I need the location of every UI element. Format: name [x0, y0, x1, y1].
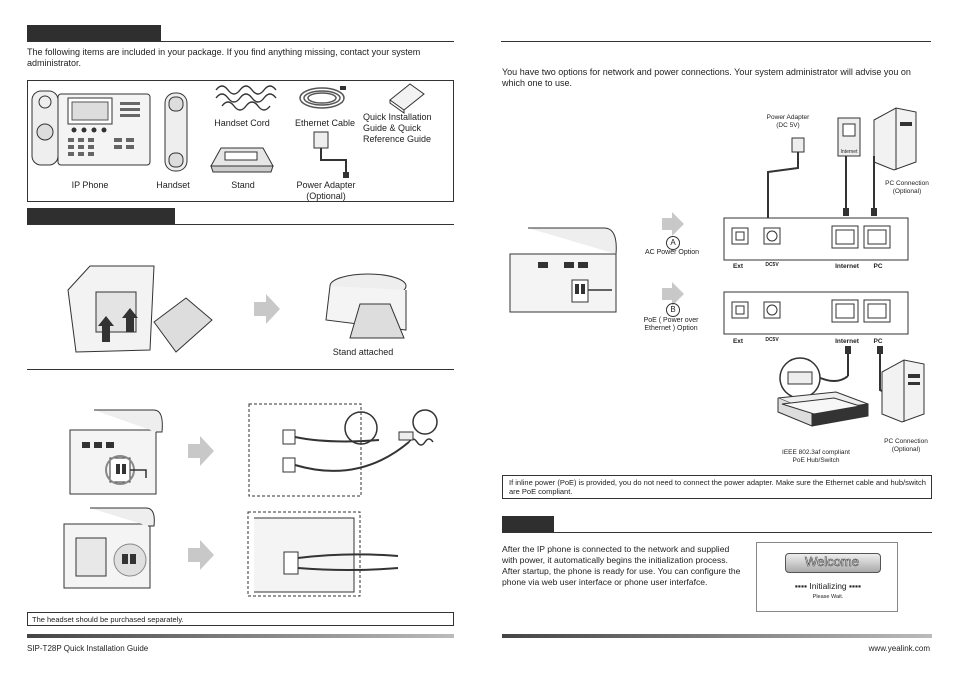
quick-guide-illustration [389, 83, 425, 114]
port-dc-b: DC5V [765, 337, 779, 343]
port-pc-b: PC [873, 338, 883, 345]
right-footer-bar [502, 634, 932, 638]
headset-note: The headset should be purchased separate… [27, 612, 454, 626]
section-tab-package [27, 25, 161, 41]
section-rule-stand [27, 224, 454, 225]
network-intro: You have two options for network and pow… [502, 67, 911, 88]
port-panel-b [723, 291, 909, 335]
poe-note: If inline power (PoE) is provided, you d… [502, 475, 932, 499]
power-adapter-label: Power Adapter (Optional) [296, 180, 356, 201]
section-rule-handset [27, 369, 454, 370]
quick-guide-label: Quick Installation Guide & Quick Referen… [363, 112, 432, 144]
option-a-badge: A [666, 236, 680, 250]
handset-cord-label: Handset Cord [214, 118, 270, 128]
section-rule-package [27, 41, 454, 42]
arrow-option-b [662, 282, 684, 306]
stand-label: Stand [231, 180, 255, 190]
ethernet-cable-label: Ethernet Cable [294, 118, 356, 128]
handset-illustration [164, 92, 188, 172]
option-b-badge: B [666, 303, 680, 317]
screen-initializing: ▪▪▪▪ Initializing ▪▪▪▪ [794, 581, 862, 591]
screen-welcome-text: Welcome [805, 554, 860, 570]
section-tab-stand [27, 208, 175, 224]
option-a-label: AC Power Option [644, 249, 700, 256]
phone-back-handset-illustration [63, 507, 155, 589]
power-adapter-illustration [313, 131, 349, 178]
port-internet-a: Internet [835, 263, 859, 270]
left-footer-text: SIP-T28P Quick Installation Guide [27, 644, 149, 653]
port-ext-a: Ext [732, 263, 744, 270]
phone-back-headset-illustration [69, 409, 163, 495]
power-adapter-right-illustration [765, 137, 805, 224]
section-rule-startup [502, 532, 932, 533]
package-items-frame [27, 80, 454, 202]
left-footer-bar [27, 634, 454, 638]
port-dc-a: DC5V [765, 262, 779, 268]
pc-connection-top-label: PC Connection (Optional) [885, 180, 929, 195]
screen-wait: Please Wait. [812, 594, 844, 600]
right-footer-text: www.yealink.com [868, 644, 930, 653]
handset-cord-illustration [215, 85, 277, 111]
internet-jack-label: Internet [840, 149, 858, 155]
hub-label: IEEE 802.3af compliant PoE Hub/Switch [782, 449, 850, 464]
stand-illustration [210, 147, 274, 173]
pc-tower-top-illustration [837, 107, 917, 171]
stand-attach-illustration [67, 265, 213, 353]
option-b-label: PoE ( Power over Ethernet ) Option [643, 317, 699, 332]
ethernet-cable-illustration [299, 86, 346, 109]
handset-jack-illustration [247, 511, 399, 597]
poe-hub-illustration [777, 346, 893, 427]
arrow-option-a [662, 212, 684, 236]
section-tab-startup [502, 516, 554, 532]
stand-attached-label: Stand attached [332, 347, 394, 357]
pc-tower-bottom-illustration [881, 359, 925, 423]
power-adapter-label-right: Power Adapter (DC 5V) [766, 114, 810, 129]
cable-internet-top [843, 156, 877, 216]
phone-back-network-illustration [509, 227, 617, 313]
headset-jacks-illustration [248, 403, 438, 497]
package-intro: The following items are included in your… [27, 47, 421, 68]
startup-text: After the IP phone is connected to the n… [502, 544, 741, 587]
screen-welcome-banner [785, 553, 881, 573]
port-internet-b: Internet [835, 338, 859, 345]
port-panel-a [723, 217, 909, 261]
arrow-handset [188, 540, 214, 570]
port-pc-a: PC [873, 263, 883, 270]
section-rule-network [501, 41, 931, 42]
stand-attached-illustration [325, 273, 407, 339]
ip-phone-label: IP Phone [71, 180, 109, 190]
handset-label: Handset [156, 180, 190, 190]
ip-phone-illustration [31, 90, 151, 166]
arrow-headset [188, 436, 214, 466]
pc-connection-bottom-label: PC Connection (Optional) [884, 438, 928, 453]
phone-screen: Welcome ▪▪▪▪ Initializing ▪▪▪▪ Please Wa… [756, 542, 898, 612]
port-ext-b: Ext [732, 338, 744, 345]
arrow-stand [254, 294, 280, 324]
